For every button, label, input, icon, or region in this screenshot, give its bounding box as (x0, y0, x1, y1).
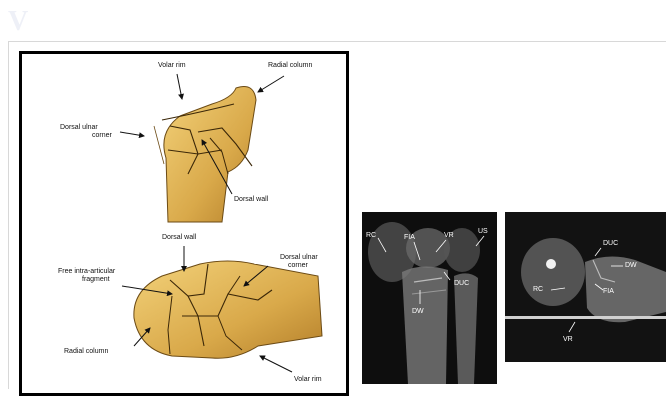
label-dorsal-ulnar-corner-top-2: corner (92, 132, 112, 140)
label-dorsal-wall-bottom: Dorsal wall (162, 234, 196, 242)
xray-pa-image (362, 212, 497, 384)
fracture-illustration-panel: Volar rim Radial column Dorsal ulnar cor… (19, 51, 349, 396)
xray-pa-label-fia: FIA (404, 234, 415, 242)
label-dorsal-ulnar-corner-bottom-2: corner (288, 262, 308, 270)
xray-pa-label-duc: DUC (454, 280, 469, 288)
xray-pa-label-us: US (478, 228, 488, 236)
xray-pa-label-dw: DW (412, 308, 424, 316)
watermark-logo: V (8, 6, 28, 38)
label-volar-rim-top: Volar rim (158, 62, 186, 70)
xray-pa-label-vr: VR (444, 232, 454, 240)
xray-lat-label-dw: DW (625, 262, 637, 270)
xray-lateral-view: DUC DW RC FIA VR (505, 212, 666, 362)
xray-lat-label-rc: RC (533, 286, 543, 294)
label-dorsal-ulnar-corner-bottom: Dorsal ulnar (280, 254, 318, 262)
left-frame-line (8, 42, 9, 389)
xray-lat-label-duc: DUC (603, 240, 618, 248)
label-dorsal-ulnar-corner-top: Dorsal ulnar (60, 124, 98, 132)
label-volar-rim-bottom: Volar rim (294, 376, 322, 384)
label-radial-column-top: Radial column (268, 62, 312, 70)
bone-illustration (22, 54, 346, 393)
distal-radius-side-view (134, 261, 322, 358)
xray-pa-label-rc: RC (366, 232, 376, 240)
xray-lat-label-vr: VR (563, 336, 573, 344)
xray-lat-label-fia: FIA (603, 288, 614, 296)
label-dorsal-wall-top: Dorsal wall (234, 196, 268, 204)
xray-pa-view: RC FIA VR US DUC DW (362, 212, 497, 384)
header-divider (8, 41, 666, 42)
label-free-fragment: Free intra-articular (58, 268, 115, 276)
label-free-fragment-2: fragment (82, 276, 110, 284)
xray-lateral-image (505, 212, 666, 362)
label-radial-column-bottom: Radial column (64, 348, 108, 356)
